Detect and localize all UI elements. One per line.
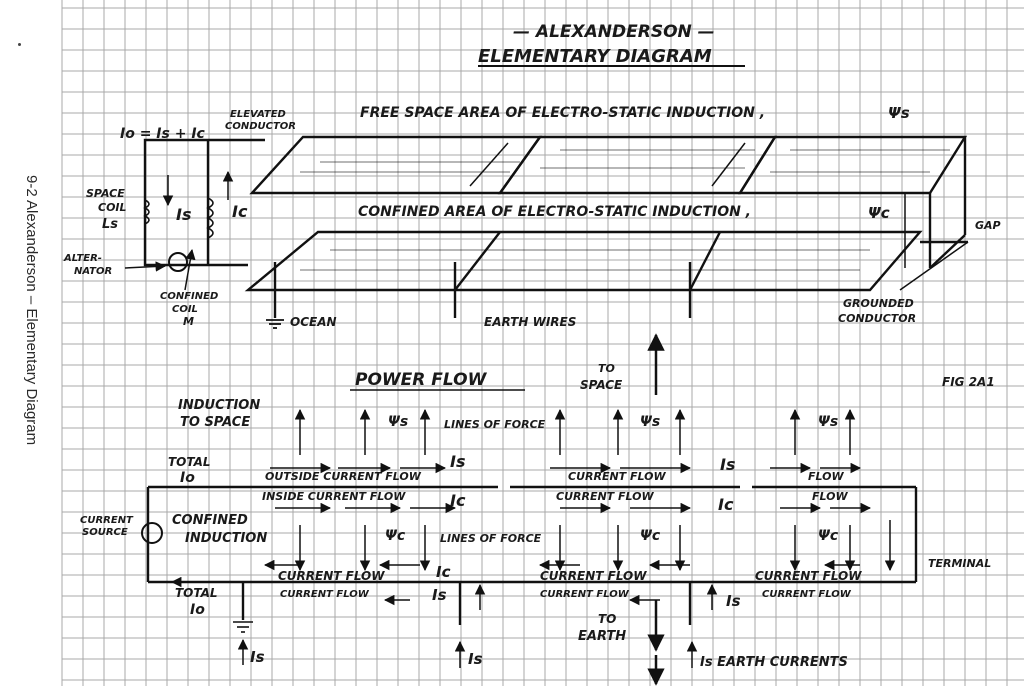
graph-paper-grid [61,0,1024,686]
current-flow-lower-2: CURRENT FLOW [540,569,647,583]
free-space-label: FREE SPACE AREA OF ELECTRO-STATIC INDUCT… [360,105,765,121]
current-flow-earth-3: CURRENT FLOW [762,589,852,600]
power-flow-label: POWER FLOW [355,370,488,390]
ic-top-2: Ic [718,495,734,514]
is-coil-label: Is [176,205,191,224]
to-space-2: SPACE [580,378,623,392]
ic-lower-1: Ic [436,563,451,581]
confined-coil-1: CONFINED [160,291,218,302]
margin-dot [18,43,21,46]
elevated-plate-1 [249,135,543,195]
figure-label: FIG 2A1 [942,375,995,389]
confined-area-label: CONFINED AREA OF ELECTRO-STATIC INDUCTIO… [358,204,751,220]
psi-s-3: Ψs [818,414,838,430]
psi-c-1: Ψc [385,528,406,544]
space-coil-label-1: SPACE [86,187,125,200]
space-coil-label-2: COIL [98,201,127,214]
inside-current-flow: INSIDE CURRENT FLOW [262,490,406,503]
is-earth-1: Is [250,648,265,666]
title-line-2: ELEMENTARY DIAGRAM [478,46,712,67]
side-margin: 9-2 Alexanderson – Elementary Diagram [0,0,62,686]
is-top-1: Is [450,452,465,471]
io-equation: Io = Is + Ic [120,126,206,142]
current-flow-lower-1: CURRENT FLOW [278,569,385,583]
earth-currents-label: Is EARTH CURRENTS [700,655,848,670]
total-top-1: TOTAL [168,455,211,469]
psi-s-1: Ψs [388,414,408,430]
title-line-1: — ALEXANDERSON — [513,22,715,42]
elevated-label: ELEVATED [230,109,286,120]
to-earth-2: EARTH [578,629,626,644]
confined-area-psi: Ψc [868,204,890,222]
total-top-2: Io [180,470,195,486]
current-flow-top-2: CURRENT FLOW [568,470,666,483]
upper-diagram [124,135,969,329]
total-bottom-1: TOTAL [175,586,218,600]
to-earth-1: TO [598,612,616,626]
is-lower-2: Is [726,592,741,610]
induction-to-space-1: INDUCTION [178,398,260,413]
confined-induction-1: CONFINED [172,513,248,528]
induction-to-space-2: TO SPACE [180,415,250,430]
is-top-2: Is [720,455,735,474]
confined-coil-3: M [183,315,194,328]
is-lower-1: Is [432,586,447,604]
grounded-label-1: GROUNDED [843,297,914,310]
ls-label: Ls [102,217,118,232]
elevated-plate-3 [737,135,968,195]
outside-current-flow: OUTSIDE CURRENT FLOW [265,470,422,483]
psi-c-3: Ψc [818,528,839,544]
free-space-psi: Ψs [888,104,910,122]
confined-induction-2: INDUCTION [185,531,267,546]
current-flow-inside-2: CURRENT FLOW [556,490,654,503]
terminal-label: TERMINAL [928,557,991,570]
flow-top-3: FLOW [808,470,844,483]
total-bottom-2: Io [190,602,205,618]
alternator-label-2: NATOR [74,266,112,277]
current-source-1: CURRENT [80,515,134,526]
psi-s-2: Ψs [640,414,660,430]
lines-of-force-top: LINES OF FORCE [444,418,546,431]
conductor-label: CONDUCTOR [225,121,296,132]
ic-top-1: Ic [450,491,466,510]
ocean-label: OCEAN [290,315,337,329]
lower-circuit [141,408,918,686]
gap-label: GAP [975,219,1001,232]
ic-coil-label: Ic [232,202,248,221]
earth-wires-label: EARTH WIRES [484,315,576,329]
is-earth-2: Is [468,650,483,668]
confined-coil-2: COIL [172,304,198,315]
current-flow-earth-2: CURRENT FLOW [540,589,630,600]
alternator-label-1: ALTER- [63,253,102,264]
current-flow-lower-3: CURRENT FLOW [755,569,862,583]
psi-c-2: Ψc [640,528,661,544]
to-space-1: TO [598,362,615,375]
current-flow-earth-1: CURRENT FLOW [280,589,370,600]
current-source-2: SOURCE [82,527,128,538]
lines-of-force-bottom: LINES OF FORCE [440,532,542,545]
flow-inside-3: FLOW [812,490,848,503]
grounded-label-2: CONDUCTOR [838,312,916,325]
